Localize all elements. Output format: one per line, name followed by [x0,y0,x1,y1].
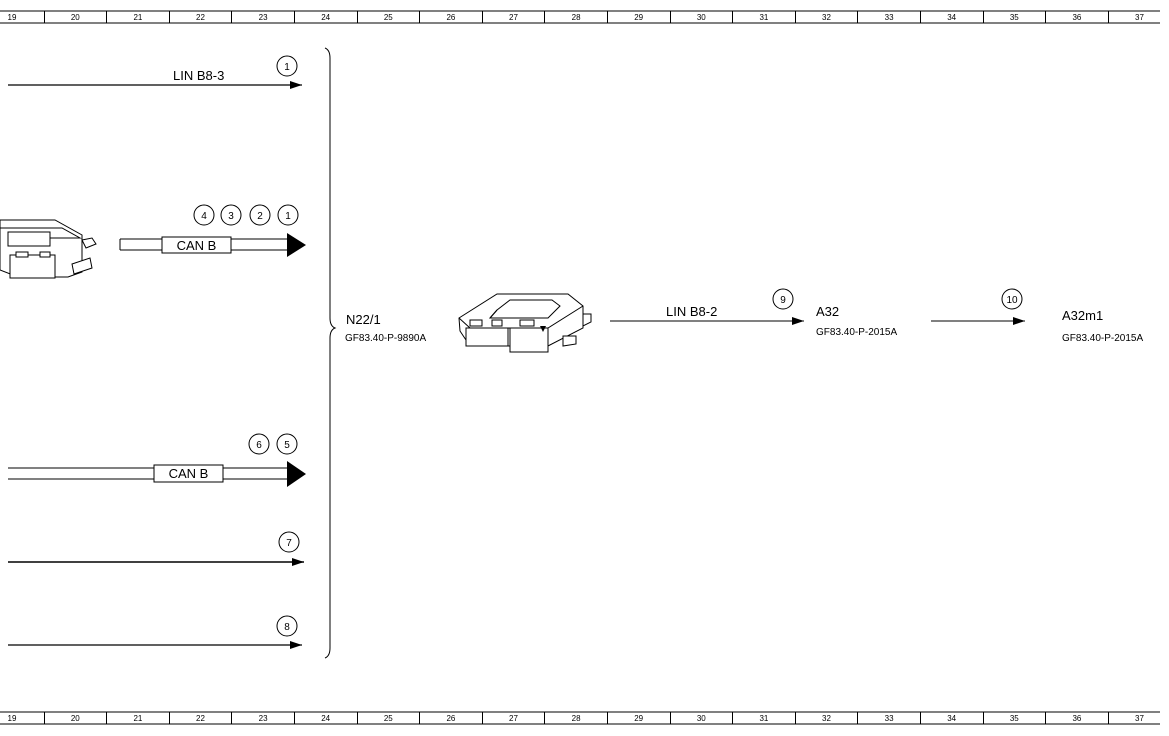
svg-text:1: 1 [284,62,290,73]
marker-5: 5 [276,433,298,455]
a32-name: A32 [816,304,839,319]
a32m1-name: A32m1 [1062,308,1103,323]
bottom-ruler-number: 22 [196,714,205,723]
top-ruler-number: 19 [8,13,17,22]
marker-7: 7 [278,531,300,553]
svg-text:8: 8 [284,622,290,633]
top-ruler-number: 30 [697,13,706,22]
line-7: 7 [8,531,304,566]
bottom-ruler-number: 26 [446,714,455,723]
bottom-ruler-number: 29 [634,714,643,723]
top-ruler-number: 31 [759,13,768,22]
bottom-ruler-number: 33 [885,714,894,723]
svg-text:9: 9 [780,295,786,306]
marker-6: 6 [248,433,270,455]
top-ruler-number: 21 [133,13,142,22]
top-ruler-number: 37 [1135,13,1144,22]
top-ruler: 19 20 21 22 23 24 25 26 27 28 29 30 31 32 33 34 35 36 37 [0,10,1160,24]
can-b-top-arrow [287,233,306,257]
top-ruler-number: 28 [572,13,581,22]
svg-text:2: 2 [257,211,263,222]
can-b-bottom-arrow [287,461,306,487]
svg-text:4: 4 [201,211,207,222]
bottom-ruler-number: 24 [321,714,330,723]
svg-text:1: 1 [285,211,291,222]
bottom-ruler-number: 21 [133,714,142,723]
n22-1-ref: GF83.40-P-9890A [345,333,426,344]
marker-3: 3 [220,204,242,226]
svg-text:3: 3 [228,211,234,222]
marker-1-can: 1 [277,204,299,226]
marker-9: 9 [772,288,794,310]
n22-1-name: N22/1 [346,312,381,327]
top-ruler-number: 29 [634,13,643,22]
bottom-ruler-number: 27 [509,714,518,723]
grouping-brace [324,47,337,659]
top-ruler-number: 23 [259,13,268,22]
top-ruler-number: 25 [384,13,393,22]
top-ruler-number: 35 [1010,13,1019,22]
a32-to-a32m1-line: 10 [931,288,1025,325]
bottom-ruler-number: 19 [8,714,17,723]
svg-text:10: 10 [1006,295,1018,306]
control-unit-center [458,293,592,353]
bottom-ruler-number: 25 [384,714,393,723]
lin-b8-3-label: LIN B8-3 [173,68,224,83]
bottom-ruler-number: 28 [572,714,581,723]
component-a32m1: A32m1 GF83.40-P-2015A [1062,308,1143,344]
bottom-ruler-number: 23 [259,714,268,723]
line-8: 8 [8,615,302,649]
bottom-ruler-number: 31 [759,714,768,723]
bottom-ruler-number: 35 [1010,714,1019,723]
lin-b8-3-line: LIN B8-3 1 [8,55,302,89]
top-ruler-number: 34 [947,13,956,22]
can-b-top-box [161,236,232,254]
top-ruler-number: 33 [885,13,894,22]
top-ruler-number: 20 [71,13,80,22]
can-b-top-label: CAN B [177,238,217,253]
bottom-ruler-number: 32 [822,714,831,723]
partial-control-unit-left [0,219,97,279]
top-ruler-number: 32 [822,13,831,22]
lin-b8-2-line: LIN B8-2 9 [610,288,804,325]
bottom-ruler-number: 20 [71,714,80,723]
svg-text:6: 6 [256,440,262,451]
marker-1-top: 1 [276,55,298,77]
bottom-ruler: 19 20 21 22 23 24 25 26 27 28 29 30 31 32 33 34 35 36 37 [0,711,1160,725]
top-ruler-number: 22 [196,13,205,22]
bottom-ruler-number: 30 [697,714,706,723]
top-ruler-number: 26 [446,13,455,22]
top-ruler-number: 24 [321,13,330,22]
a32-ref: GF83.40-P-2015A [816,327,897,338]
bottom-ruler-number: 36 [1072,714,1081,723]
marker-10: 10 [1001,288,1023,310]
top-ruler-number: 36 [1072,13,1081,22]
marker-8: 8 [276,615,298,637]
can-b-bottom-line: CAN B 6 5 [8,433,306,487]
lin-b8-2-label: LIN B8-2 [666,304,717,319]
bottom-ruler-number: 34 [947,714,956,723]
marker-2: 2 [249,204,271,226]
component-n22-1: N22/1 GF83.40-P-9890A [345,312,426,344]
can-b-top-line: CAN B 4 3 2 1 [119,204,306,257]
top-ruler-number: 27 [509,13,518,22]
a32m1-ref: GF83.40-P-2015A [1062,333,1143,344]
can-b-bottom-label: CAN B [169,466,209,481]
svg-text:5: 5 [284,440,290,451]
component-a32: A32 GF83.40-P-2015A [816,304,897,338]
bottom-ruler-number: 37 [1135,714,1144,723]
svg-text:7: 7 [286,538,292,549]
marker-4: 4 [193,204,215,226]
can-b-bottom-box [153,464,224,483]
